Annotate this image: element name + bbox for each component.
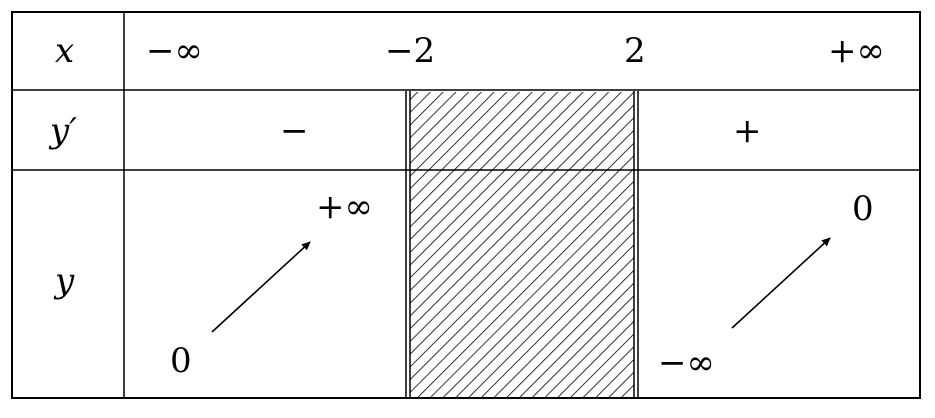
left-increasing-arrow (211, 241, 311, 333)
right-increasing-arrow (731, 237, 831, 329)
y-value-left-end: +∞ (316, 187, 373, 227)
y-value-left-start: 0 (170, 341, 192, 381)
undefined-region-hatch (410, 92, 634, 398)
y-value-right-start: −∞ (658, 343, 715, 383)
row-label-y-prime: y′ (50, 111, 77, 151)
x-value-2: 2 (624, 31, 646, 71)
row-label-y: y (55, 261, 75, 301)
y-value-right-end: 0 (852, 189, 874, 229)
derivative-sign-right: + (733, 111, 762, 151)
x-value-pos-infinity: +∞ (828, 31, 885, 71)
row-label-x: x (55, 31, 75, 71)
x-value-neg-2: −2 (385, 31, 436, 71)
derivative-sign-left: − (280, 111, 309, 151)
x-value-neg-infinity: −∞ (146, 31, 203, 71)
